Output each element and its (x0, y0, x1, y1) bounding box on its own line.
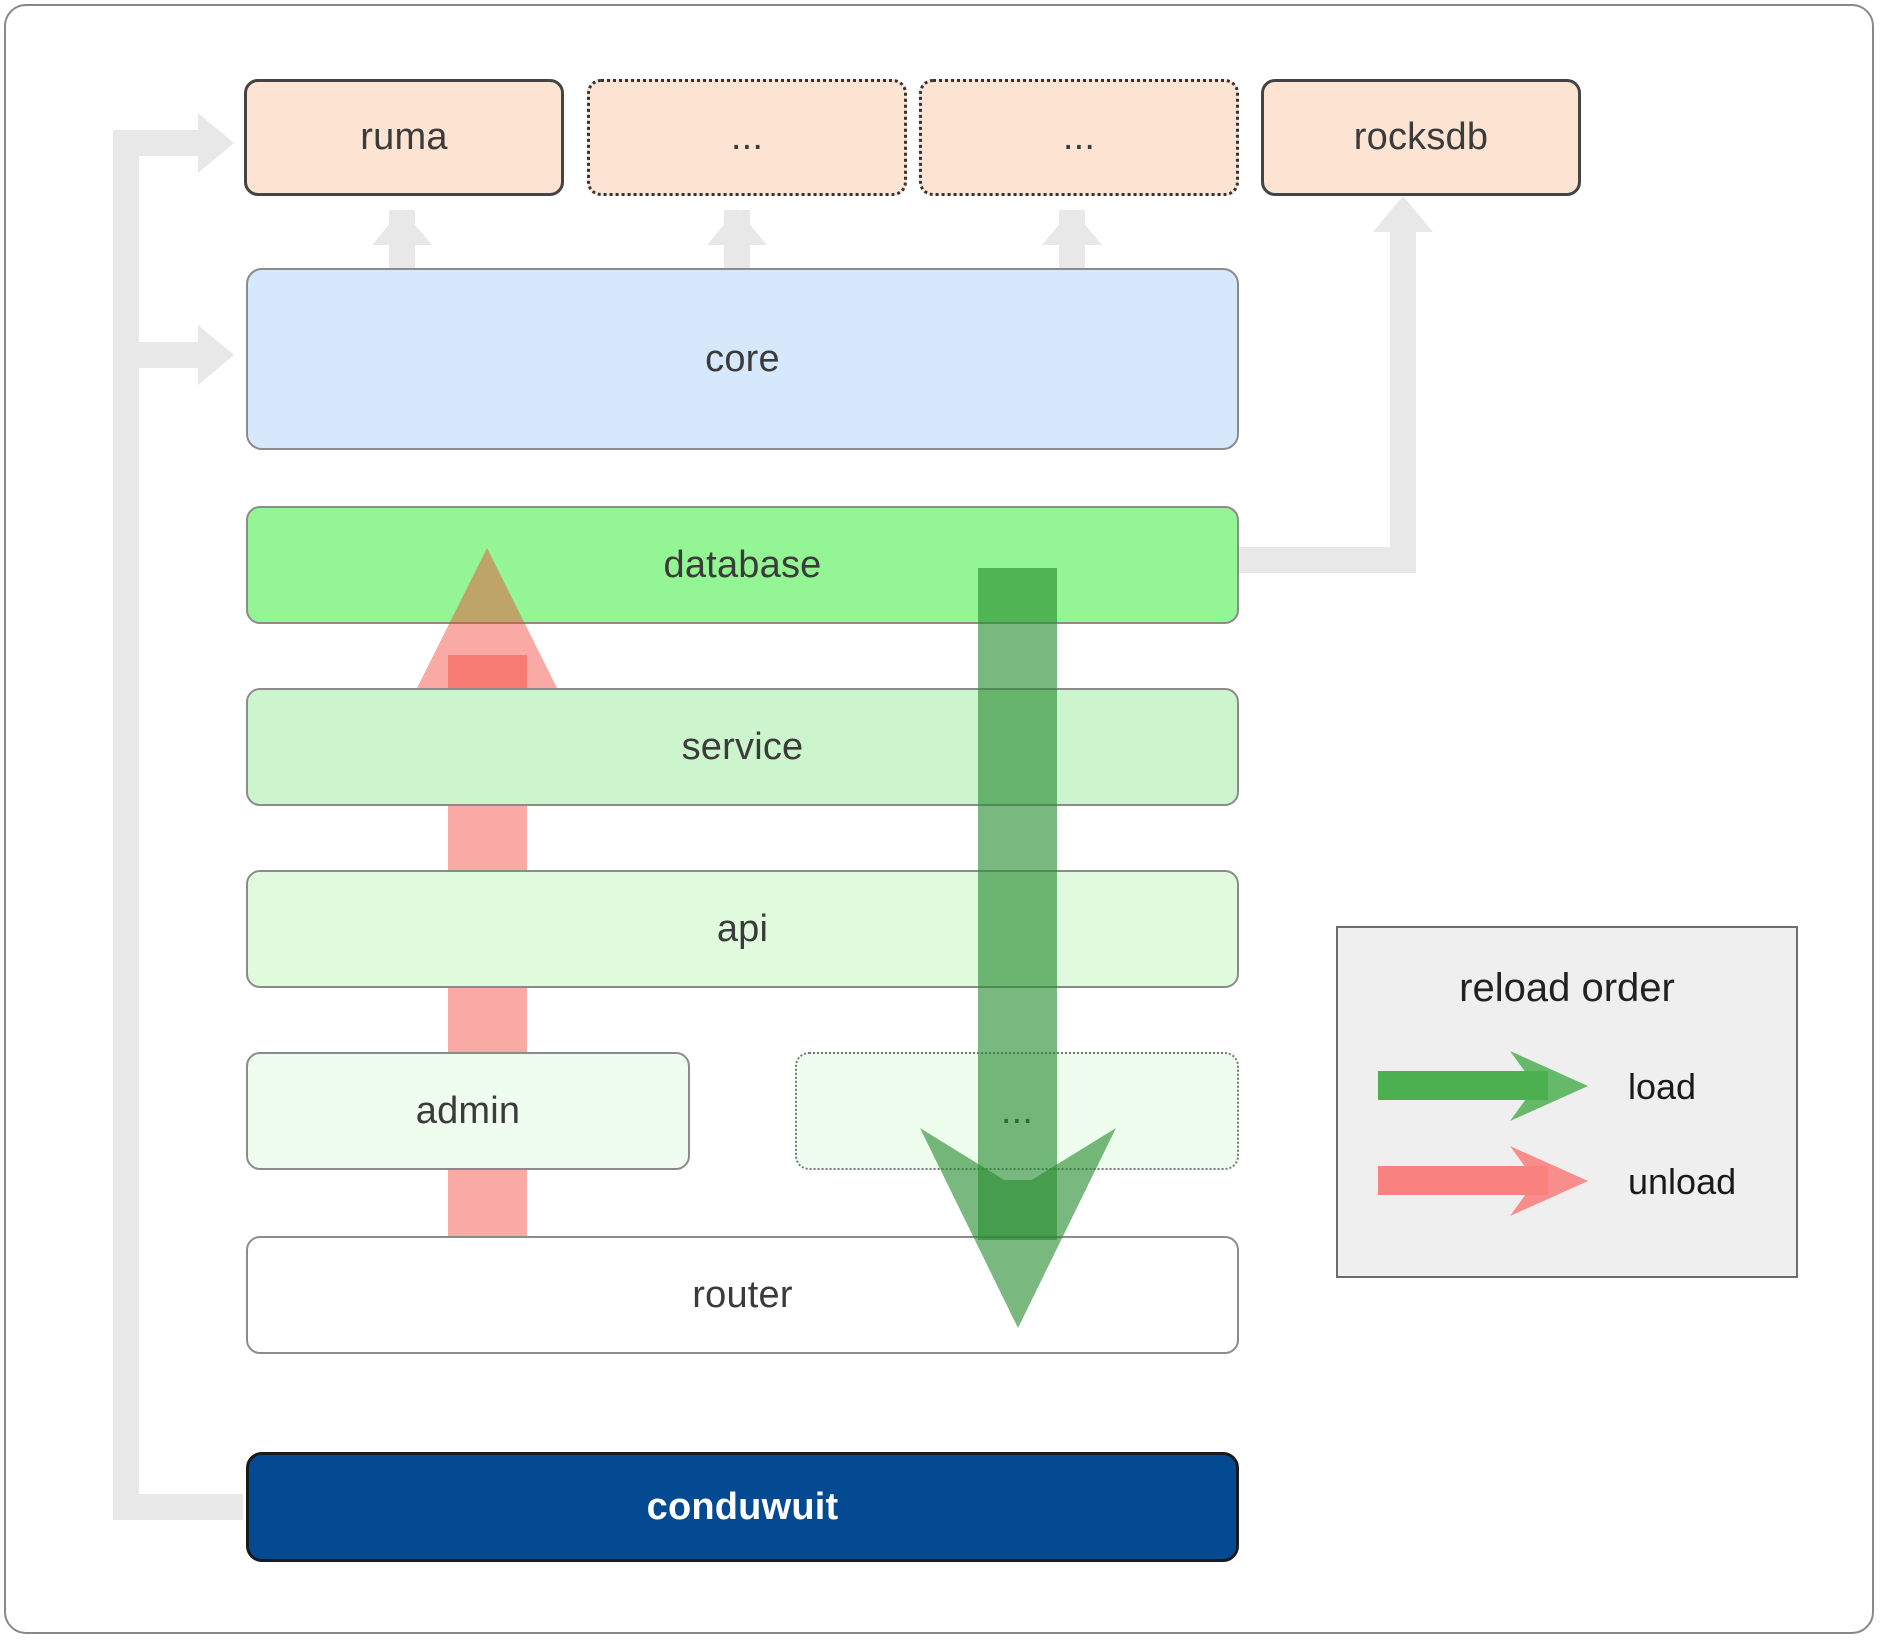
dependency-label-placeholder-1: ... (730, 116, 764, 158)
connector-database-to-rocksdb-vertical (1390, 230, 1416, 573)
connector-branch-ruma (113, 130, 203, 156)
connector-core-to-dots1-arrow (707, 209, 767, 245)
connector-arrow-ruma (198, 113, 234, 173)
layer-label-api: api (716, 907, 769, 950)
legend-unload-label: unload (1628, 1161, 1737, 1202)
layer-box-router[interactable]: router (246, 1236, 1239, 1354)
dependency-label-ruma: ruma (360, 116, 448, 158)
layer-box-admin[interactable]: admin (246, 1052, 690, 1170)
connector-trunk-vertical (113, 130, 139, 1520)
connector-database-to-rocksdb-horizontal (1220, 547, 1400, 573)
layer-label-database: database (663, 543, 822, 586)
connector-core-to-ruma-arrow (372, 209, 432, 245)
layer-label-router: router (692, 1273, 793, 1316)
legend-title: reload order (1459, 966, 1675, 1010)
layer-box-database[interactable]: database (246, 506, 1239, 624)
legend-load-label: load (1628, 1066, 1697, 1107)
connector-branch-core (113, 342, 203, 368)
connector-trunk-to-root (113, 1494, 243, 1520)
layer-label-admin: admin (415, 1089, 521, 1132)
root-box-conduwuit[interactable]: conduwuit (246, 1452, 1239, 1562)
dependency-box-placeholder-2[interactable]: ... (919, 79, 1239, 196)
dependency-box-rocksdb[interactable]: rocksdb (1261, 79, 1581, 196)
layer-box-core[interactable]: core (246, 268, 1239, 450)
layer-label-service: service (681, 725, 804, 768)
layer-box-service[interactable]: service (246, 688, 1239, 806)
legend-load-shaft (1378, 1071, 1548, 1100)
legend-panel: reload order load unload (1336, 926, 1798, 1278)
layer-box-api[interactable]: api (246, 870, 1239, 988)
dependency-box-ruma[interactable]: ruma (244, 79, 564, 196)
diagram-frame (4, 4, 1874, 1634)
connector-rocksdb-arrow (1373, 196, 1433, 232)
layer-label-core: core (705, 337, 780, 380)
connector-core-to-dots2-arrow (1042, 209, 1102, 245)
dependency-label-rocksdb: rocksdb (1353, 116, 1489, 158)
root-label-conduwuit: conduwuit (646, 1485, 839, 1528)
load-arrow-shaft (978, 568, 1057, 1240)
dependency-label-placeholder-2: ... (1062, 116, 1096, 158)
connector-arrow-core (198, 325, 234, 385)
dependency-box-placeholder-1[interactable]: ... (587, 79, 907, 196)
legend-unload-shaft (1378, 1166, 1548, 1195)
